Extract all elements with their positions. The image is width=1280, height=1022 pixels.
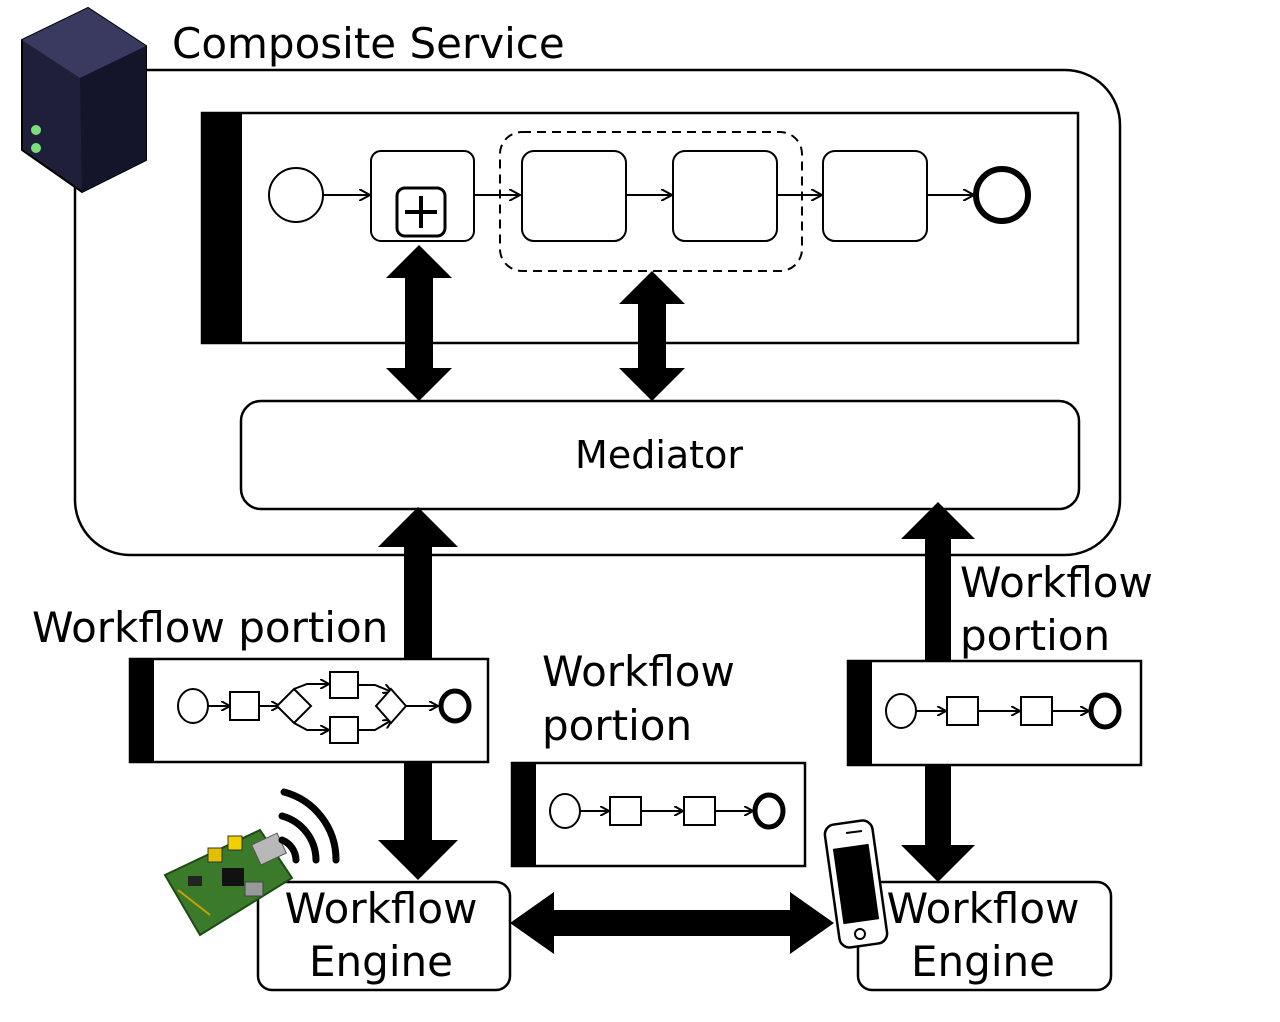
workflow-engine-left <box>256 880 512 992</box>
workflow-portion-middle-label-line1: Workflow <box>542 647 735 696</box>
end-event <box>973 166 1031 224</box>
engine-to-engine-arrow <box>510 892 834 954</box>
composite-service-label: Composite Service <box>172 19 565 68</box>
workflow-portion-middle-lane-bar <box>512 763 536 866</box>
wireless-signal-icon <box>278 788 340 864</box>
smartphone-icon <box>823 819 889 949</box>
server-icon <box>21 6 147 194</box>
mediator-label: Mediator <box>575 433 743 477</box>
workflow-portion-left-label: Workflow portion <box>32 603 388 652</box>
group-mediator-arrow <box>619 271 685 401</box>
subprocess-mediator-arrow <box>386 245 452 401</box>
task-b <box>672 150 778 242</box>
pool-lane-bar <box>202 113 242 343</box>
start-event <box>268 167 324 223</box>
composite-service-container <box>73 68 1122 557</box>
mediator-box <box>239 399 1081 511</box>
workflow-portion-right-lane-bar <box>848 661 872 765</box>
workflow-engine-right-line2: Engine <box>911 937 1055 986</box>
workflow-portion-right-label-line1: Workflow <box>960 558 1153 607</box>
workflow-portion-middle-label-line2: portion <box>542 701 692 750</box>
task-a <box>521 150 627 242</box>
workflow-engine-right-line1: Workflow <box>887 884 1080 933</box>
main-process-pool <box>200 111 1080 345</box>
workflow-engine-left-line2: Engine <box>309 937 453 986</box>
workflow-engine-left-line1: Workflow <box>285 884 478 933</box>
workflow-portion-middle <box>510 761 807 868</box>
workflow-portion-left-lane-bar <box>130 659 154 762</box>
raspberry-pi-board-icon <box>163 828 294 937</box>
workflow-portion-right <box>846 659 1143 767</box>
task-c <box>822 150 928 242</box>
dashed-group <box>499 131 803 272</box>
workflow-portion-left <box>128 657 490 764</box>
collapsed-subprocess-plus-icon <box>395 186 447 238</box>
workflow-portion-right-label-line2: portion <box>960 611 1110 660</box>
